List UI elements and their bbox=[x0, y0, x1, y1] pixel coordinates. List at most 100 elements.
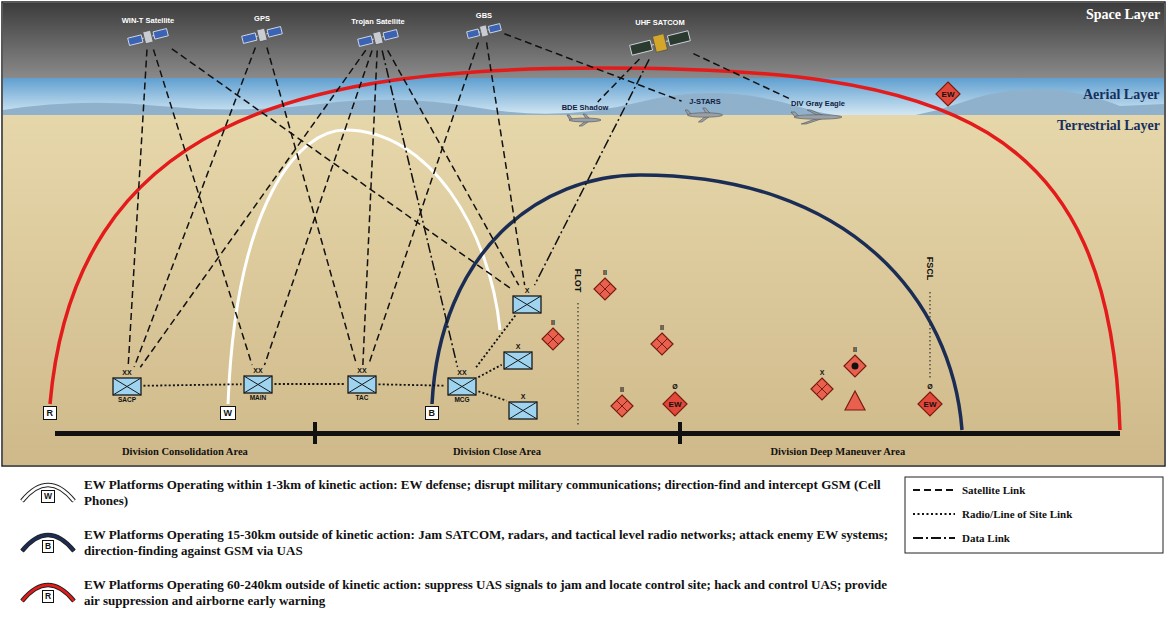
ew-node: ØEW bbox=[917, 383, 943, 417]
echelon-marker: Ø bbox=[672, 383, 677, 391]
unit-name: SACP bbox=[118, 396, 136, 404]
satellite-link bbox=[368, 42, 478, 365]
satellite-icon bbox=[126, 26, 170, 48]
satellite-link bbox=[504, 34, 681, 101]
legend-text: EW Platforms Operating 15-30km outside o… bbox=[84, 527, 890, 559]
line-sample bbox=[912, 532, 956, 544]
brigade-unit: X bbox=[503, 343, 533, 370]
echelon-marker: II bbox=[551, 319, 555, 327]
hostile-symbol bbox=[650, 332, 674, 356]
satellite-label: UHF SATCOM bbox=[635, 18, 684, 28]
echelon-marker: II bbox=[853, 346, 857, 354]
satellite-link bbox=[140, 50, 365, 367]
satellite-link bbox=[693, 54, 789, 99]
satellite-link bbox=[128, 49, 147, 367]
legend-item: Data Link bbox=[912, 532, 1010, 544]
command-post: XX MCG bbox=[447, 369, 477, 404]
aircraft-icon bbox=[788, 109, 848, 125]
layer-label: Space Layer bbox=[1086, 7, 1160, 23]
echelon-marker: II bbox=[660, 324, 664, 332]
aircraft-icon bbox=[683, 107, 727, 123]
satellite-node: UHF SATCOM bbox=[628, 18, 692, 58]
hostile-symbol bbox=[593, 277, 617, 301]
satellite-icon bbox=[356, 27, 400, 49]
baseline bbox=[55, 431, 1120, 436]
hostile-unit: II bbox=[843, 346, 867, 378]
ew-node: EW bbox=[935, 81, 961, 107]
hostile-unit: II bbox=[610, 386, 634, 418]
echelon-marker: II bbox=[603, 269, 607, 277]
layer-label: Terrestrial Layer bbox=[1057, 118, 1160, 134]
aircraft-node: BDE Shadow bbox=[562, 103, 609, 127]
satellite-label: Trojan Satellite bbox=[351, 17, 404, 27]
hostile-symbol bbox=[541, 327, 565, 351]
data-link bbox=[382, 50, 457, 367]
ew-node: ØEW bbox=[662, 383, 688, 417]
phase-line bbox=[929, 292, 930, 378]
range-arc bbox=[50, 68, 1120, 430]
radio-link bbox=[478, 365, 501, 378]
radio-link bbox=[144, 384, 242, 385]
echelon-marker: XX bbox=[457, 369, 466, 377]
range-marker: B bbox=[425, 406, 440, 420]
satellite-link bbox=[264, 50, 372, 365]
frame bbox=[2, 2, 1165, 466]
unit-symbol bbox=[508, 401, 538, 420]
legend-text: EW Platforms Operating within 1-3km of k… bbox=[84, 477, 890, 509]
unit-name: MCG bbox=[454, 396, 469, 404]
satellite-label: GBS bbox=[476, 11, 492, 21]
area-divider bbox=[678, 422, 682, 444]
satellite-node: Trojan Satellite bbox=[351, 17, 404, 49]
command-post: XX SACP bbox=[112, 369, 142, 404]
unit-symbol bbox=[112, 377, 142, 396]
ew-diamond: EW bbox=[662, 391, 688, 417]
satellite-link bbox=[134, 47, 255, 367]
aircraft-label: BDE Shadow bbox=[562, 103, 609, 113]
aircraft-label: DIV Gray Eagle bbox=[791, 99, 845, 109]
aircraft-node: J-STARS bbox=[683, 97, 727, 123]
area-divider bbox=[313, 422, 317, 444]
hostile-unit: II bbox=[650, 324, 674, 356]
unit-name: MAIN bbox=[250, 394, 267, 402]
ew-label: EW bbox=[942, 90, 955, 99]
echelon-marker: X bbox=[820, 369, 825, 377]
echelon-marker: X bbox=[516, 343, 521, 351]
area-label: Division Consolidation Area bbox=[122, 446, 248, 458]
unit-name: TAC bbox=[356, 394, 369, 402]
unit-symbol bbox=[447, 377, 477, 396]
radio-link bbox=[379, 384, 446, 385]
ew-diamond: EW bbox=[935, 81, 961, 107]
brigade-unit: X bbox=[512, 287, 542, 314]
legend-text: EW Platforms Operating 60-240km outside … bbox=[84, 577, 890, 609]
satellite-link bbox=[363, 50, 377, 365]
unit-symbol bbox=[503, 351, 533, 370]
radio-link bbox=[478, 391, 506, 400]
hostile-symbol bbox=[610, 394, 634, 418]
echelon-marker: XX bbox=[357, 367, 366, 375]
range-marker: R bbox=[43, 406, 58, 420]
satellite-icon bbox=[465, 21, 503, 41]
echelon-marker: XX bbox=[122, 369, 131, 377]
echelon-marker: XX bbox=[253, 367, 262, 375]
unit-symbol bbox=[243, 375, 273, 394]
legend-item: Radio/Line of Site Link bbox=[912, 508, 1072, 520]
hostile-unit: X bbox=[810, 369, 834, 401]
hostile-unit: II bbox=[593, 269, 617, 301]
satellite-link bbox=[388, 50, 519, 285]
satellite-node: WIN-T Satellite bbox=[122, 16, 175, 48]
legend-item: EW Platforms Operating 60-240km outside … bbox=[18, 577, 890, 609]
radio-link bbox=[275, 383, 346, 385]
unit-symbol bbox=[347, 375, 377, 394]
terrain bbox=[3, 115, 1164, 465]
legend-box bbox=[905, 477, 1163, 553]
satellite-icon bbox=[240, 24, 284, 46]
satellite-icon bbox=[628, 28, 692, 58]
legend-text: Satellite Link bbox=[962, 484, 1025, 496]
satellite-node: GBS bbox=[465, 11, 503, 41]
echelon-marker: X bbox=[521, 393, 526, 401]
satellite-link bbox=[267, 47, 357, 365]
ew-label: EW bbox=[924, 400, 937, 409]
layer-label: Aerial Layer bbox=[1083, 87, 1160, 103]
